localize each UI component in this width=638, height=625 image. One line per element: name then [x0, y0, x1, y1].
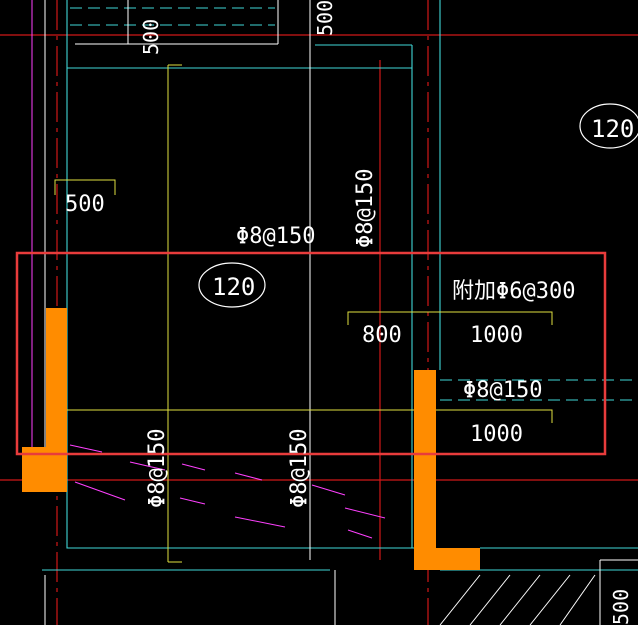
rebar-diag-3 [181, 463, 206, 471]
slab-thickness-ellipse-right [579, 103, 638, 149]
rebar-vertical-center: Φ8@150 [353, 169, 378, 248]
rebar-diag-4 [74, 481, 126, 501]
rebar-mid-right: Φ8@150 [463, 378, 542, 403]
slab-thickness-ellipse-main [198, 262, 266, 308]
rebar-bottom-left: Φ8@150 [145, 429, 170, 508]
dim-1000-upper: 1000 [470, 323, 523, 348]
dim-800: 800 [362, 323, 402, 348]
rebar-diag-8 [311, 484, 346, 496]
top-dim-500-b: 500 [313, 0, 337, 36]
column-left [22, 308, 67, 492]
dim-500-left [54, 179, 116, 195]
rebar-diag-6 [234, 472, 263, 481]
hatch-line-1 [439, 574, 481, 625]
hatch-line-5 [559, 574, 596, 625]
rebar-top-horizontal: Φ8@150 [236, 224, 315, 249]
left-dim-500: 500 [65, 192, 105, 217]
white-lines [44, 0, 638, 625]
slab-thickness-right: 120 [591, 115, 634, 143]
top-dim-500-a: 500 [139, 19, 163, 55]
rebar-diag-9 [344, 507, 386, 519]
column-right [414, 370, 480, 570]
rebar-bottom-mid: Φ8@150 [287, 429, 312, 508]
rebar-diag-5 [179, 497, 206, 505]
magenta-rebars [31, 0, 386, 539]
hatch-line-4 [529, 574, 571, 625]
dim-800-1000 [347, 311, 553, 325]
hatch-line-3 [499, 574, 541, 625]
rebar-diag-10 [347, 529, 373, 539]
bottom-right-dim-500: 500 [609, 589, 633, 625]
ground-hatch [439, 574, 596, 625]
rebar-diag-1 [69, 444, 103, 453]
dim-1000-lower: 1000 [470, 422, 523, 447]
highlight-box [15, 251, 607, 456]
rebar-diag-7 [234, 516, 286, 528]
rebar-added: 附加Φ6@300 [452, 279, 575, 304]
outline-left-wall [66, 0, 415, 549]
slab-thickness-main: 120 [212, 273, 255, 301]
columns [22, 308, 480, 570]
slab-outlines [42, 0, 638, 571]
rebar-diag-2 [129, 461, 166, 471]
hatch-line-2 [469, 574, 511, 625]
